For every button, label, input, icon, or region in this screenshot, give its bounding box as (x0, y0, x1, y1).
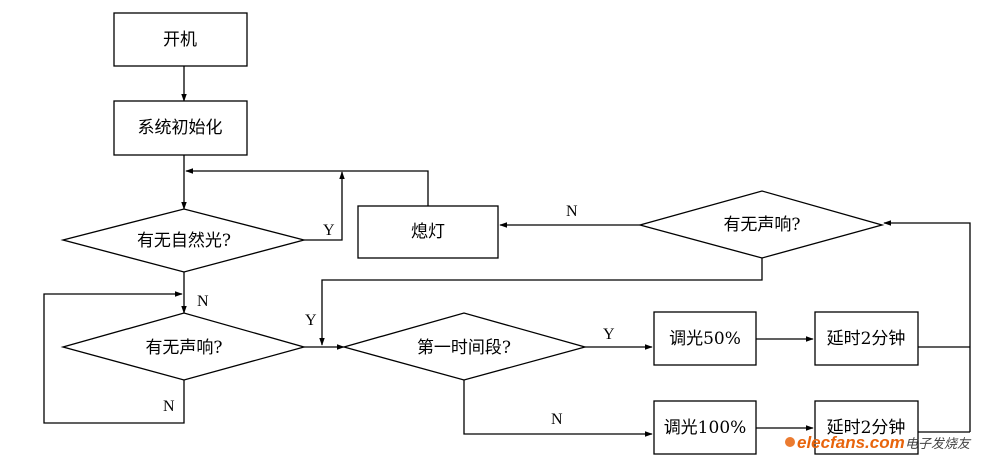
node-first-period: 第一时间段? (341, 312, 588, 381)
node-delay2-label: 延时2分钟 (827, 418, 906, 438)
node-dim100-label: 调光100% (664, 418, 747, 438)
node-lights-off-label: 熄灯 (411, 222, 445, 242)
node-delay1: 延时2分钟 (814, 311, 919, 366)
node-delay1-label: 延时2分钟 (827, 329, 906, 349)
node-sound-left: 有无声响? (60, 312, 307, 381)
node-sound-top: 有无声响? (637, 190, 885, 259)
node-dim50: 调光50% (653, 311, 757, 366)
label-sound-top-yes: Y (305, 312, 317, 329)
watermark: elecfans.com 电子发烧友 (785, 433, 972, 452)
node-natural-light: 有无自然光? (60, 208, 307, 273)
edge-natural-light-yes (304, 171, 345, 241)
edge-lights-off-to-main (185, 168, 429, 206)
node-start-label: 开机 (163, 30, 197, 50)
label-natural-light-yes: Y (323, 222, 335, 239)
label-first-period-yes: Y (603, 326, 615, 343)
node-sound-left-label: 有无声响? (145, 338, 222, 358)
node-natural-light-label: 有无自然光? (137, 231, 231, 251)
watermark-dot-icon (785, 437, 795, 447)
watermark-brand: elecfans.com (797, 433, 905, 452)
label-sound-left-no: N (163, 398, 175, 415)
node-dim100: 调光100% (653, 400, 757, 455)
edge-return-to-sound-top (883, 220, 971, 432)
edge-sound-left-no-loop (43, 291, 185, 424)
watermark-cn: 电子发烧友 (905, 437, 972, 452)
node-dim50-label: 调光50% (669, 329, 741, 349)
edge-sound-top-yes (319, 258, 763, 346)
edges (43, 66, 971, 437)
node-init: 系统初始化 (113, 100, 248, 156)
node-start: 开机 (113, 12, 248, 67)
node-init-label: 系统初始化 (138, 118, 223, 138)
node-sound-top-label: 有无声响? (723, 215, 800, 235)
label-sound-top-no: N (566, 203, 578, 220)
edge-first-period-no (463, 380, 653, 437)
label-first-period-no: N (551, 411, 563, 428)
node-lights-off: 熄灯 (357, 205, 499, 259)
node-delay2: 延时2分钟 (814, 400, 919, 455)
label-natural-light-no: N (197, 293, 209, 310)
node-first-period-label: 第一时间段? (417, 338, 511, 358)
